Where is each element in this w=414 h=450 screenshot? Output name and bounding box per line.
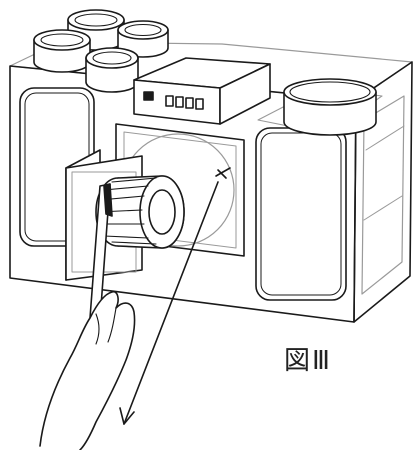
figure-caption: 図Ⅲ: [284, 346, 332, 376]
hand: [39, 290, 136, 450]
terminal-2: [175, 96, 184, 108]
terminal-1: [165, 95, 174, 107]
right-window: [255, 127, 347, 301]
housing-side-face: [353, 61, 413, 323]
terminal-4: [195, 98, 204, 110]
side-panel: [361, 95, 405, 295]
duct-collar-front-right: [85, 47, 139, 93]
large-duct-collar: [257, 78, 383, 136]
control-switch: [143, 91, 154, 101]
terminal-3: [185, 97, 194, 109]
fixing-screw: [215, 167, 231, 179]
guide-arrow: [119, 181, 219, 425]
duct-collar-front-left: [33, 29, 91, 73]
control-box: [133, 57, 271, 125]
hand-tool: [89, 183, 113, 321]
